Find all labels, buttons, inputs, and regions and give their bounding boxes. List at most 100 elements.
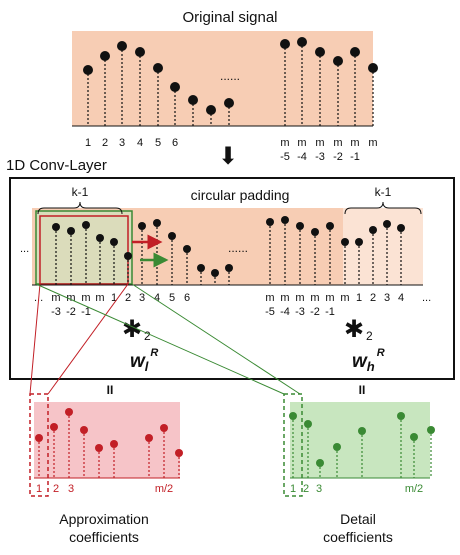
detail-bg (290, 402, 430, 478)
padded-mid-ellipsis: ...... (228, 241, 248, 255)
approx-marker (160, 424, 168, 432)
conv-tick-label: 1 (111, 292, 117, 304)
padded-signal-marker (355, 238, 363, 246)
kernel-window-red (39, 215, 129, 285)
original-signal-marker (333, 56, 343, 66)
approx-tick-label: 1 (36, 483, 42, 495)
conv-tick-label: -3 (295, 306, 305, 318)
padded-signal-marker (124, 252, 132, 260)
original-signal-marker (350, 47, 360, 57)
conv-tick-label: m (295, 292, 304, 304)
detail-caption-line1: Detail (340, 511, 376, 527)
detail-marker (289, 412, 297, 420)
original-tick-label: -5 (280, 151, 290, 163)
padded-signal-marker (168, 232, 176, 240)
brace-right (344, 201, 422, 215)
padded-signal-marker (311, 228, 319, 236)
k-minus-1-right: k-1 (375, 185, 392, 199)
conv-tick-label: 3 (384, 292, 390, 304)
padded-signal-marker (67, 227, 75, 235)
detail-tick-label: 3 (316, 483, 322, 495)
original-tick-label: m (297, 137, 306, 149)
detail-marker (397, 412, 405, 420)
original-tick-label: -4 (297, 151, 307, 163)
diagram-title: Original signal (182, 9, 277, 26)
detail-tick-label: m/2 (405, 483, 423, 495)
original-signal-marker (153, 63, 163, 73)
original-signal-ellipsis: ...... (220, 69, 240, 83)
padded-signal-marker (138, 222, 146, 230)
padded-signal-stems (52, 216, 405, 285)
conv-tick-label: -4 (280, 306, 290, 318)
conv-tick-label: 2 (125, 292, 131, 304)
conv-layer-label: 1D Conv-Layer (6, 157, 107, 174)
original-tick-label: 4 (137, 137, 143, 149)
original-signal-marker (297, 37, 307, 47)
padded-signal-marker (225, 264, 233, 272)
original-signal-marker (280, 39, 290, 49)
brace-left (37, 201, 123, 215)
padded-signal-marker (96, 234, 104, 242)
approx-marker (80, 426, 88, 434)
convolution-star-high-sub: 2 (366, 329, 373, 343)
conv-tick-label: -5 (265, 306, 275, 318)
k-minus-1-left: k-1 (72, 185, 89, 199)
approx-caption-line1: Approximation (59, 511, 149, 527)
padded-signal-marker (153, 219, 161, 227)
detail-stems (289, 412, 435, 478)
conv-tick-label: m (81, 292, 90, 304)
conv-tick-label: 6 (184, 292, 190, 304)
approx-marker (95, 444, 103, 452)
detail-marker (304, 420, 312, 428)
red-connector-a (29, 283, 41, 395)
detail-first-highlight (283, 393, 303, 497)
original-signal-marker (368, 63, 378, 73)
original-signal-marker (188, 95, 198, 105)
detail-marker (358, 427, 366, 435)
approx-caption-line2: coefficients (69, 529, 139, 545)
detail-tick-label: 1 (290, 483, 296, 495)
original-signal-marker (117, 41, 127, 51)
conv-tick-label: 3 (139, 292, 145, 304)
conv-layer-frame (9, 177, 455, 380)
original-tick-label: -2 (333, 151, 343, 163)
approx-marker (110, 440, 118, 448)
approx-stems (35, 408, 183, 478)
original-signal-marker (206, 105, 216, 115)
green-connector-b (131, 283, 301, 395)
approx-marker (175, 449, 183, 457)
green-connector-a (35, 283, 285, 395)
conv-tick-label: -2 (66, 306, 76, 318)
conv-tick-label: m (325, 292, 334, 304)
original-tick-label: m (368, 137, 377, 149)
approx-tick-label: m/2 (155, 483, 173, 495)
conv-tick-label: 4 (398, 292, 404, 304)
approx-tick-label: 2 (53, 483, 59, 495)
padded-signal-marker (281, 216, 289, 224)
padded-signal-marker (266, 218, 274, 226)
padded-left-dots: ... (20, 243, 29, 255)
conv-tick-label: 2 (370, 292, 376, 304)
approx-marker (35, 434, 43, 442)
detail-marker (333, 443, 341, 451)
padded-signal-marker (110, 238, 118, 246)
red-connector-b (47, 283, 129, 395)
original-tick-label: m (333, 137, 342, 149)
detail-caption-line2: coefficients (323, 529, 393, 545)
conv-tick-label: -3 (51, 306, 61, 318)
detail-marker (316, 459, 324, 467)
conv-tick-label: m (265, 292, 274, 304)
padded-signal-marker (341, 238, 349, 246)
circular-padding-label: circular padding (191, 187, 290, 203)
padded-signal-marker (197, 264, 205, 272)
conv-tick-label: m (66, 292, 75, 304)
padded-signal-marker (369, 226, 377, 234)
conv-tick-label: 4 (154, 292, 160, 304)
original-signal-marker (170, 82, 180, 92)
padded-signal-marker (211, 269, 219, 277)
padded-signal-marker (296, 222, 304, 230)
padded-signal-marker (82, 221, 90, 229)
conv-tick-label: m (340, 292, 349, 304)
